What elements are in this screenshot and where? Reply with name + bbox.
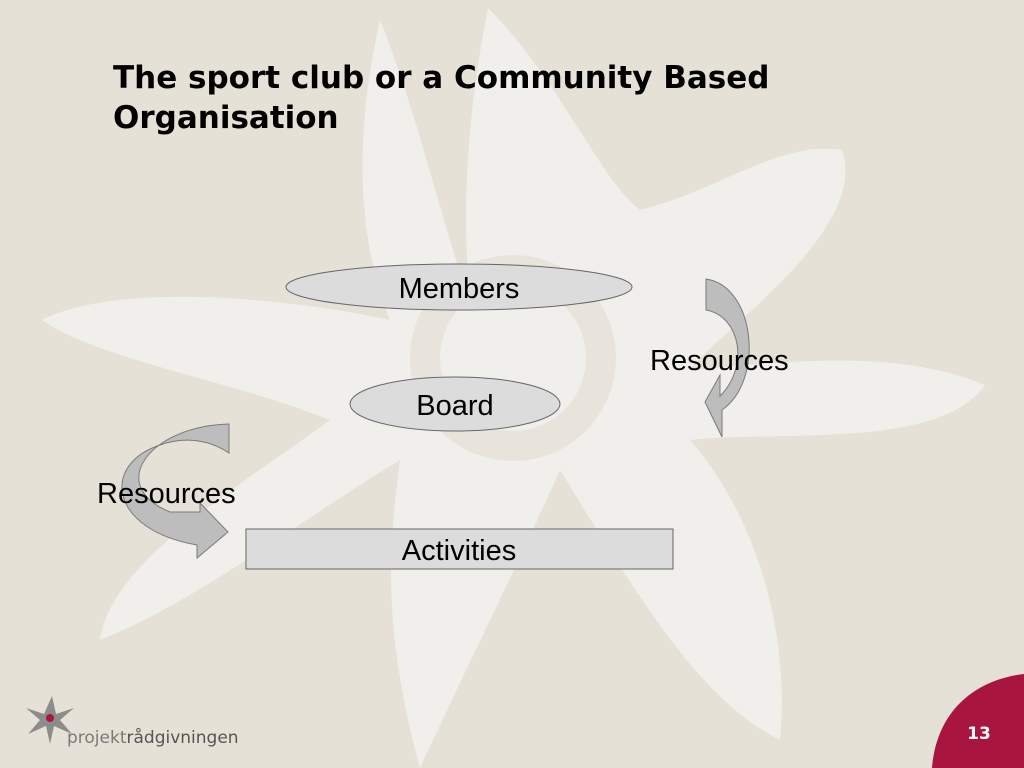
- curved-arrow-right-icon: [704, 278, 750, 438]
- activities-node: Activities: [245, 528, 674, 570]
- page-number: 13: [967, 724, 991, 744]
- slide-title-line-2: Organisation: [113, 100, 339, 136]
- activities-label: Activities: [402, 535, 516, 567]
- logo-wordmark: projektrådgivningen: [67, 728, 239, 748]
- members-node: Members: [285, 263, 633, 311]
- page-corner-shape: [932, 674, 1024, 768]
- members-label: Members: [399, 273, 520, 305]
- board-label: Board: [416, 390, 493, 422]
- slide-title: The sport club or a Community Based Orga…: [113, 58, 873, 138]
- curved-arrow-left-icon: [121, 423, 230, 560]
- star-logo-icon: [26, 696, 74, 744]
- resources-label-right: Resources: [650, 345, 789, 377]
- resources-label-left: Resources: [97, 478, 236, 510]
- logo-text-prefix: projekt: [67, 728, 127, 748]
- board-node: Board: [349, 376, 561, 432]
- logo-text-suffix: rådgivningen: [126, 728, 239, 748]
- slide-title-line-1: The sport club or a Community Based: [113, 60, 770, 96]
